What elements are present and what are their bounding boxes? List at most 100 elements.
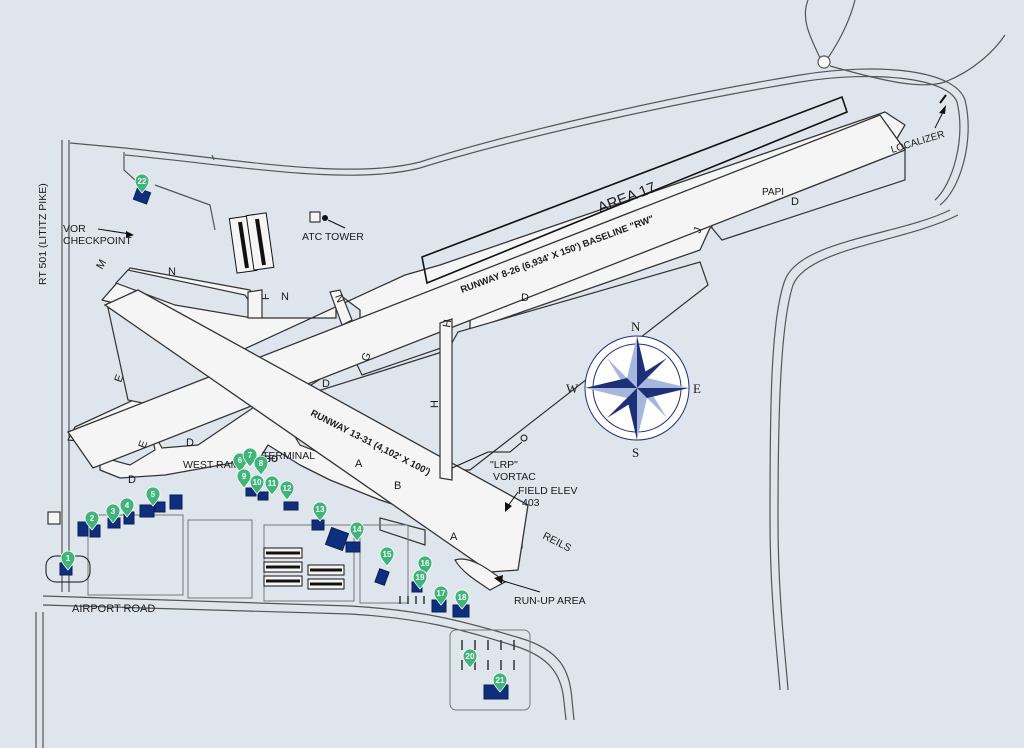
location-pin-21[interactable]: 21: [492, 672, 508, 693]
location-pin-number: 17: [437, 589, 446, 598]
location-pin-number: 11: [268, 479, 277, 488]
location-pin-17[interactable]: 17: [433, 585, 449, 606]
area-17-box: [421, 95, 848, 285]
terminal-label: TERMINAL: [262, 450, 315, 462]
compass-s: S: [632, 445, 639, 460]
parking-stalls: [399, 596, 515, 670]
compass-w: W: [566, 381, 579, 396]
south-t-hangars: [263, 547, 345, 590]
location-pin-13[interactable]: 13: [312, 501, 328, 522]
location-pin-number: 16: [421, 559, 430, 568]
location-pin-number: 10: [253, 478, 262, 487]
localizer-antenna: [939, 94, 947, 104]
location-pin-number: 7: [248, 451, 253, 460]
location-pin-18[interactable]: 18: [454, 589, 470, 610]
location-pin-11[interactable]: 11: [264, 475, 280, 496]
location-pin-number: 20: [466, 652, 475, 661]
fbo-label: FBO: [259, 454, 278, 464]
taxiway-connectors: [247, 289, 453, 481]
location-pin-22[interactable]: 22: [134, 173, 150, 194]
west-ramp-label: WEST RAMP: [183, 459, 246, 471]
field-elev-arrowhead: [505, 502, 512, 512]
location-pin-8[interactable]: 8: [253, 455, 269, 476]
taxiway-label: N: [281, 291, 289, 303]
location-pin-number: 15: [383, 550, 392, 559]
papi-label: PAPI: [762, 187, 784, 198]
vortac: [451, 434, 528, 478]
location-pin-number: 5: [151, 490, 156, 499]
taxiway-label: B: [394, 480, 401, 492]
location-pin-19[interactable]: 19: [412, 569, 428, 590]
location-pin-4[interactable]: 4: [119, 497, 135, 518]
location-pin-number: 4: [125, 501, 130, 510]
run-up-area-label: RUN-UP AREA: [514, 595, 586, 607]
location-pin-number: 22: [138, 177, 147, 186]
location-pin-12[interactable]: 12: [279, 480, 295, 501]
vor-checkpoint-arrow: [97, 228, 131, 235]
taxiway-label: D: [322, 378, 330, 390]
field-elev-label-1: FIELD ELEV: [518, 485, 578, 497]
field-elev-label-2: 403: [522, 497, 540, 509]
location-pin-5[interactable]: 5: [145, 486, 161, 507]
landside-lots: [87, 514, 531, 711]
taxiway-labels: D D D D D N N N M E E F G H H J A A B: [94, 196, 799, 543]
taxiway-label: F: [260, 293, 272, 300]
compass-n: N: [631, 319, 641, 334]
location-pin-number: 1: [66, 554, 71, 563]
west-ramp-hangars: [45, 511, 91, 583]
location-pin-1[interactable]: 1: [60, 550, 76, 571]
runway-13-31: [103, 289, 529, 573]
atc-tower: [309, 211, 346, 229]
location-pin-number: 8: [259, 459, 264, 468]
atc-tower-label: ATC TOWER: [302, 231, 364, 243]
rt501-label: RT 501 (LITITZ PIKE): [37, 183, 49, 285]
location-pin-3[interactable]: 3: [105, 503, 121, 524]
location-pin-number: 3: [111, 507, 116, 516]
location-pin-number: 6: [238, 456, 243, 465]
airport-road-label: AIRPORT ROAD: [72, 603, 155, 615]
field-elev-arrow: [507, 491, 519, 507]
location-pin-15[interactable]: 15: [379, 546, 395, 567]
vor-checkpoint-label-2: CHECKPOINT: [63, 235, 132, 247]
taxiway-label: N: [168, 266, 176, 278]
taxiway-label: A: [450, 531, 458, 543]
taxiway-label: D: [791, 196, 799, 208]
perimeter-roads: [35, 0, 1006, 748]
location-pin-number: 19: [416, 573, 425, 582]
taxiway-label: D: [128, 474, 136, 486]
localizer-arrowhead: [939, 105, 946, 114]
location-pin-20[interactable]: 20: [462, 648, 478, 669]
run-up-arrow: [499, 579, 541, 593]
location-pin-number: 9: [242, 472, 247, 481]
roundabout: [817, 55, 831, 69]
taxiway-label: H: [429, 400, 441, 408]
compass-rose: [584, 335, 690, 441]
vortac-label-1: "LRP": [490, 459, 518, 471]
taxiway-label: E: [137, 439, 151, 450]
location-pin-10[interactable]: 10: [249, 474, 265, 495]
location-pin-14[interactable]: 14: [349, 521, 365, 542]
location-pin-number: 13: [316, 505, 325, 514]
t-hangars-north: [228, 212, 275, 274]
location-pin-9[interactable]: 9: [236, 468, 252, 489]
taxiway-label: G: [360, 351, 374, 363]
location-pin-number: 2: [90, 514, 95, 523]
location-pin-number: 12: [283, 484, 292, 493]
taxiway-label: A: [355, 458, 363, 470]
taxiway-label: N: [332, 293, 346, 305]
taxiway-label: E: [113, 373, 127, 384]
taxiway-label: J: [692, 226, 705, 235]
run-up-area-pad: [454, 558, 507, 591]
taxiway-label: D: [521, 292, 529, 304]
taxiway-label: D: [186, 437, 194, 449]
vor-checkpoint-label-1: VOR: [63, 223, 86, 235]
taxiway-label: H: [441, 319, 454, 329]
compass-e: E: [693, 381, 701, 396]
location-pin-number: 21: [496, 676, 505, 685]
vor-checkpoint-arrowhead: [126, 231, 134, 238]
location-pin-2[interactable]: 2: [84, 510, 100, 531]
compass-letters: N S E W: [566, 319, 701, 460]
vortac-label-2: VORTAC: [493, 471, 536, 483]
